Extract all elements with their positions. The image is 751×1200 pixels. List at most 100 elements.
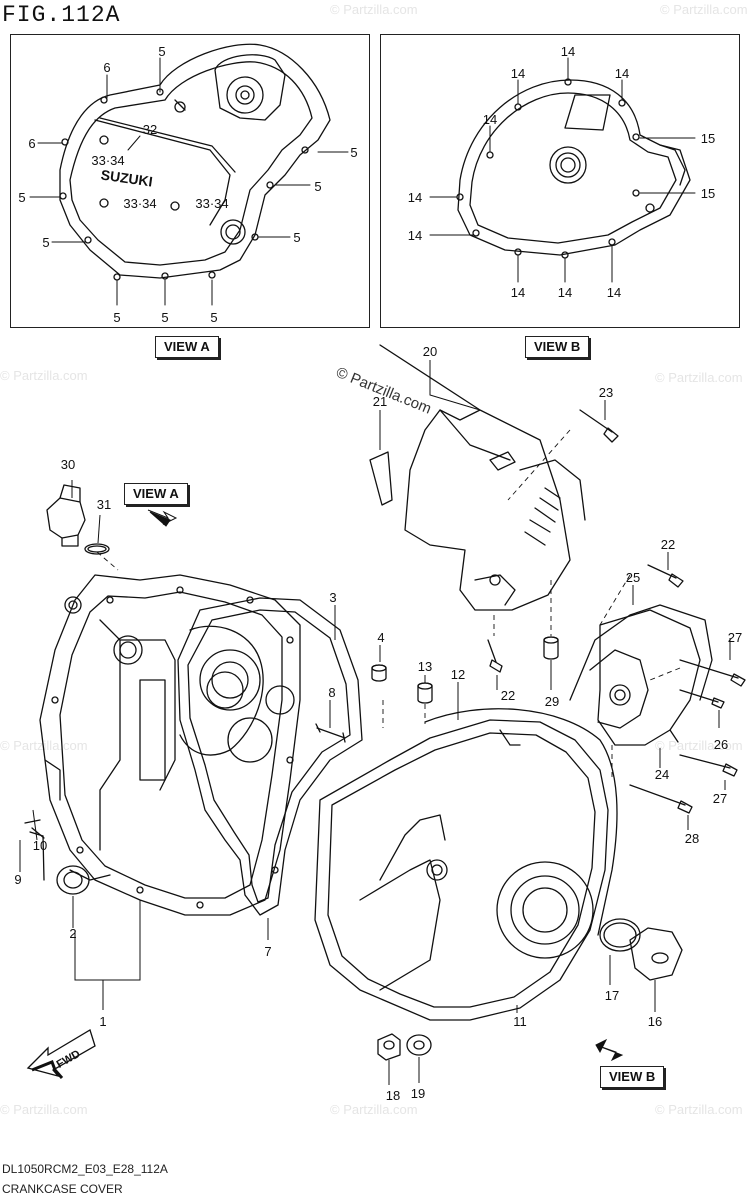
washer-19: [406, 1034, 432, 1056]
part-21: 21: [373, 394, 387, 409]
callout-14: 14: [408, 228, 422, 243]
view-b-leaders: [429, 57, 696, 283]
part-22: 22: [661, 537, 675, 552]
part-10: 10: [33, 838, 47, 853]
part-22: 22: [501, 688, 515, 703]
part-30: 30: [61, 457, 75, 472]
plug-30: [46, 484, 86, 547]
bolt-22-upper: [647, 564, 684, 588]
dowel-4: [371, 664, 387, 682]
callout-14: 14: [408, 190, 422, 205]
gasket-3-drawing: [177, 597, 363, 916]
view-a-leaders: [29, 57, 349, 306]
callout-15: 15: [701, 186, 715, 201]
cover-20-drawing: [379, 344, 586, 611]
part-16: 16: [648, 1014, 662, 1029]
part-4: 4: [377, 630, 384, 645]
crankcase-drawing: [39, 574, 301, 916]
bolt-22-lower: [487, 639, 503, 673]
part-1: 1: [99, 1014, 106, 1029]
main-view-a-tag[interactable]: VIEW A: [124, 483, 188, 505]
callout-14: 14: [607, 285, 621, 300]
view-b-tag[interactable]: VIEW B: [525, 336, 590, 358]
watermark-text: © Partzilla.com: [655, 1102, 743, 1117]
view-a-arrow: [147, 509, 178, 527]
callout-5: 5: [18, 190, 25, 205]
part-11: 11: [513, 1014, 527, 1029]
callout-6: 6: [28, 136, 35, 151]
dowel-13: [417, 682, 433, 704]
bolt-27-upper: [679, 659, 746, 687]
o-ring-17: [599, 918, 641, 952]
callout-6: 6: [103, 60, 110, 75]
suzuki-logo: SUZUKI: [100, 166, 154, 189]
view-a-cover-drawing: [59, 43, 331, 281]
part-19: 19: [411, 1086, 425, 1101]
main-leaders: [19, 360, 731, 1085]
part-12: 12: [451, 667, 465, 682]
water-pump-24-drawing: [589, 609, 701, 746]
bolt-27-lower: [679, 754, 738, 777]
footer-caption: CRANKCASE COVER: [2, 1182, 123, 1196]
footer-code: DL1050RCM2_E03_E28_112A: [2, 1162, 168, 1176]
part-17: 17: [605, 988, 619, 1003]
callout-5: 5: [161, 310, 168, 325]
part-13: 13: [418, 659, 432, 674]
part-8: 8: [328, 685, 335, 700]
part-24: 24: [655, 767, 669, 782]
watermark-text: © Partzilla.com: [660, 2, 748, 17]
main-view-b-tag[interactable]: VIEW B: [600, 1066, 665, 1088]
part-2: 2: [69, 926, 76, 941]
plug-18: [377, 1033, 401, 1061]
figure-title: FIG.112A: [2, 2, 121, 28]
callout-5: 5: [293, 230, 300, 245]
part-27: 27: [728, 630, 742, 645]
watermark-text: © Partzilla.com: [330, 1102, 418, 1117]
part-9: 9: [14, 872, 21, 887]
callout-14: 14: [511, 285, 525, 300]
callout-32: 32: [143, 122, 157, 137]
part-27: 27: [713, 791, 727, 806]
callout-14: 14: [483, 112, 497, 127]
callout-14: 14: [558, 285, 572, 300]
callout-5: 5: [113, 310, 120, 325]
part-26: 26: [714, 737, 728, 752]
bolt-26: [679, 689, 725, 709]
part-25: 25: [626, 570, 640, 585]
washer-10: [24, 819, 41, 824]
view-b-cover-drawing: [456, 78, 691, 259]
gasket-25: [569, 604, 713, 701]
watermark-text: © Partzilla.com: [0, 1102, 88, 1117]
part-7: 7: [264, 944, 271, 959]
view-a-tag[interactable]: VIEW A: [155, 336, 219, 358]
callout-14: 14: [561, 44, 575, 59]
view-a-frame: [10, 34, 370, 328]
part-28: 28: [685, 831, 699, 846]
seal-2: [56, 865, 90, 895]
callout-33-34: 33·34: [195, 196, 228, 211]
view-b-arrow: [595, 1038, 624, 1062]
dowel-29: [543, 636, 559, 660]
bolt-9: [29, 827, 45, 881]
part-numbers: 1 2 3 4 7 8 9 10 11 12 13 16 17 18 19 20…: [14, 344, 742, 1103]
gasket-12: [424, 708, 618, 936]
callout-5: 5: [314, 179, 321, 194]
cushion-21: [369, 451, 393, 506]
callout-33-34: 33·34: [123, 196, 156, 211]
watermark-text: © Partzilla.com: [0, 368, 88, 383]
dashed-alignment-lines: [96, 429, 681, 780]
bolt-8: [315, 723, 346, 743]
bolt-23: [579, 409, 619, 443]
part-18: 18: [386, 1088, 400, 1103]
callout-33-34: 33·34: [91, 153, 124, 168]
watermark-text: © Partzilla.com: [330, 2, 418, 17]
callout-5: 5: [210, 310, 217, 325]
part-20: 20: [423, 344, 437, 359]
fwd-arrow-icon: FWD: [26, 1029, 96, 1079]
bolt-28: [629, 784, 693, 814]
watermark-text: © Partzilla.com: [655, 738, 743, 753]
callout-14: 14: [511, 66, 525, 81]
callout-5: 5: [158, 44, 165, 59]
generator-cover-11-drawing: [314, 719, 609, 1021]
cap-16: [629, 927, 683, 981]
